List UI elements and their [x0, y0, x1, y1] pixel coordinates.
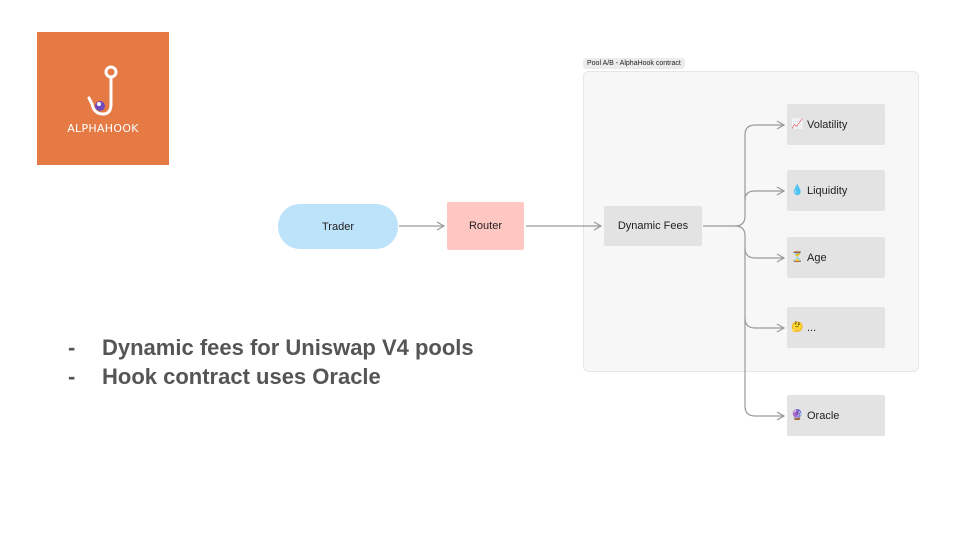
edge-fees-volatility	[703, 120, 786, 227]
dynamic-fees-node: Dynamic Fees	[604, 206, 702, 246]
edge-fees-age	[734, 225, 786, 263]
factor-label: ...	[807, 321, 817, 334]
droplet-icon: 💧	[791, 185, 804, 196]
bullet-text: Dynamic fees for Uniswap V4 pools	[102, 335, 474, 360]
factor-age-node: ⏳ Age	[787, 237, 885, 278]
hook-icon	[87, 65, 118, 116]
pool-contract-label: Pool A/B - AlphaHook contract	[583, 58, 685, 69]
alphahook-logo: ALPHAHOOK	[37, 32, 169, 165]
thinking-face-icon: 🤔	[791, 322, 804, 333]
logo-text: ALPHAHOOK	[67, 122, 139, 135]
factor-label: Age	[807, 251, 827, 264]
router-node: Router	[447, 202, 524, 250]
bullet-text: Hook contract uses Oracle	[102, 364, 381, 389]
factor-label: Volatility	[807, 118, 848, 131]
factor-more-node: 🤔 ...	[787, 307, 885, 348]
factor-volatility-node: 📈 Volatility	[787, 104, 885, 145]
factor-liquidity-node: 💧 Liquidity	[787, 170, 885, 211]
bullet-marker: -	[68, 364, 76, 389]
trader-node: Trader	[278, 204, 398, 249]
edge-fees-oracle	[744, 318, 786, 421]
bullet-marker: -	[68, 335, 76, 360]
bullet-item: - Hook contract uses Oracle	[68, 362, 474, 391]
edge-fees-more	[744, 248, 786, 333]
crystal-ball-icon: 🔮	[791, 410, 804, 421]
factor-oracle-node: 🔮 Oracle	[787, 395, 885, 436]
hourglass-icon: ⏳	[791, 252, 804, 263]
bullet-list: - Dynamic fees for Uniswap V4 pools - Ho…	[68, 333, 474, 391]
bullet-item: - Dynamic fees for Uniswap V4 pools	[68, 333, 474, 362]
factor-label: Oracle	[807, 409, 840, 422]
chart-increasing-icon: 📈	[791, 119, 804, 130]
factor-label: Liquidity	[807, 184, 848, 197]
edge-fees-liquidity	[744, 186, 786, 201]
